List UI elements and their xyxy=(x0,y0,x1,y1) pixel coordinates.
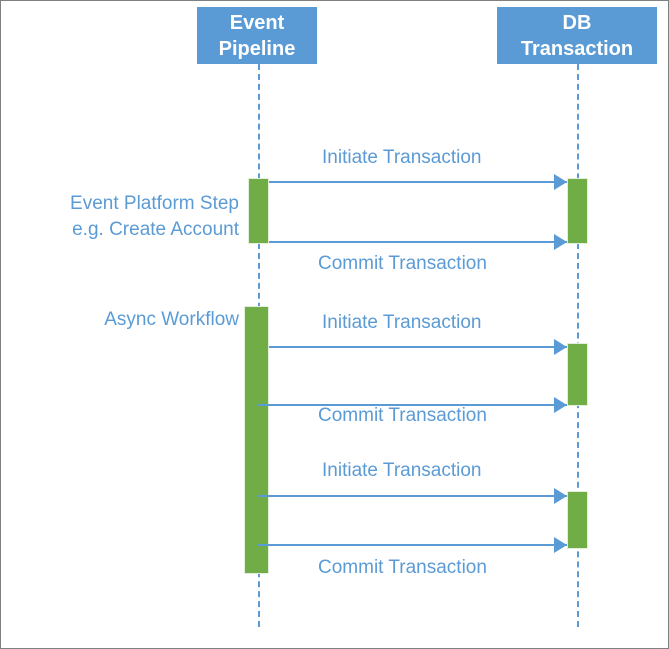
note-line1: Async Workflow xyxy=(104,309,239,330)
msg-initiate-3-label: Initiate Transaction xyxy=(322,460,482,481)
msg-initiate-1-arrowhead xyxy=(554,174,567,190)
participant-label-line1: Event xyxy=(229,11,285,34)
note-async-workflow: Async Workflow xyxy=(51,307,239,333)
db-activation-2 xyxy=(567,343,588,406)
db-activation-1 xyxy=(567,178,588,244)
pipeline-activation-2 xyxy=(244,306,269,574)
msg-initiate-2-line xyxy=(269,346,567,348)
msg-commit-1-arrowhead xyxy=(554,234,567,250)
msg-commit-1-label: Commit Transaction xyxy=(318,253,487,274)
msg-commit-3-arrowhead xyxy=(554,537,567,553)
note-line2: e.g. Create Account xyxy=(72,219,239,240)
participant-label-line2: Pipeline xyxy=(218,37,296,60)
msg-commit-1-line xyxy=(269,241,567,243)
participant-label-db-transaction: DB Transaction xyxy=(497,10,657,62)
note-event-platform-step: Event Platform Step e.g. Create Account xyxy=(27,191,239,243)
note-line1: Event Platform Step xyxy=(70,193,239,214)
msg-initiate-3-arrowhead xyxy=(554,488,567,504)
msg-commit-3-line xyxy=(257,544,567,546)
msg-initiate-2-arrowhead xyxy=(554,339,567,355)
db-activation-3 xyxy=(567,491,588,549)
pipeline-activation-1 xyxy=(248,178,269,244)
participant-db-transaction[interactable]: DB Transaction xyxy=(497,7,657,64)
msg-commit-3-label: Commit Transaction xyxy=(318,557,487,578)
participant-label-line1: DB xyxy=(562,11,592,34)
msg-initiate-1-line xyxy=(269,181,567,183)
msg-initiate-1-label: Initiate Transaction xyxy=(322,147,482,168)
msg-commit-2-line xyxy=(257,404,567,406)
msg-commit-2-arrowhead xyxy=(554,397,567,413)
msg-commit-2-label: Commit Transaction xyxy=(318,405,487,426)
msg-initiate-3-line xyxy=(257,495,567,497)
participant-label-line2: Transaction xyxy=(520,37,634,60)
msg-initiate-2-label: Initiate Transaction xyxy=(322,312,482,333)
